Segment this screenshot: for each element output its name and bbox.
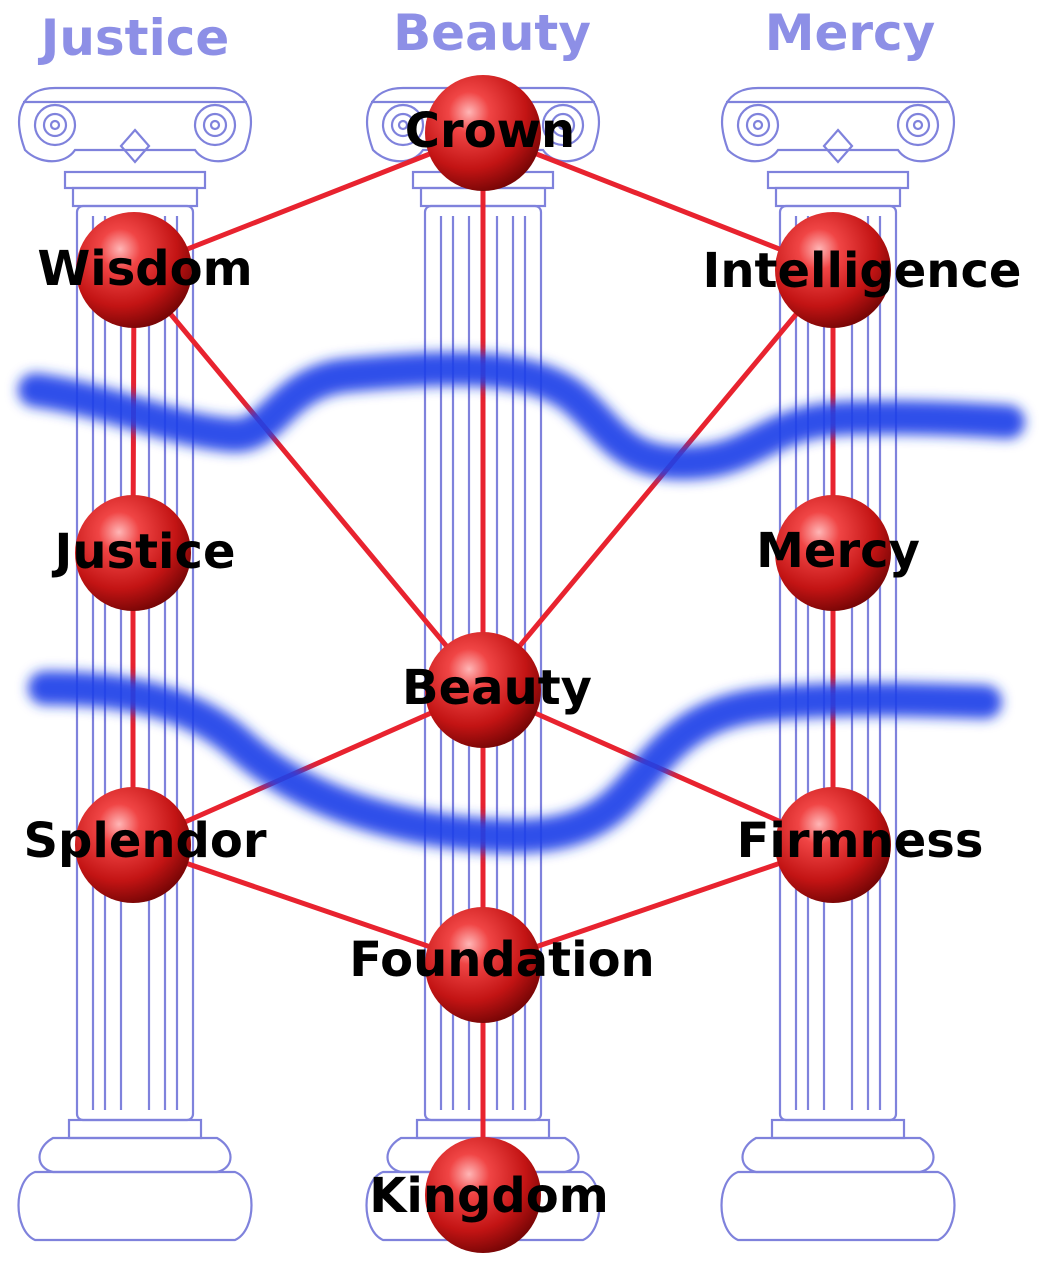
node-kingdom: Kingdom <box>369 1137 609 1253</box>
node-beauty: Beauty <box>402 632 592 748</box>
edge-wisdom-beauty <box>134 270 483 690</box>
node-label-justice: Justice <box>51 524 235 580</box>
node-label-beauty: Beauty <box>402 660 592 716</box>
node-label-crown: Crown <box>405 103 575 159</box>
node-firmness: Firmness <box>737 787 984 903</box>
shaft <box>780 206 896 1120</box>
diamond-ornament-icon <box>121 130 149 162</box>
node-label-foundation: Foundation <box>349 932 654 988</box>
node-label-kingdom: Kingdom <box>369 1168 609 1224</box>
node-wisdom: Wisdom <box>37 212 252 328</box>
upper-veil <box>35 369 1008 463</box>
pillar-base <box>743 1138 934 1172</box>
pillar-title-mercy: Mercy <box>765 4 936 62</box>
node-label-mercy: Mercy <box>756 523 920 579</box>
volute-icon <box>35 105 75 145</box>
volute-icon <box>195 105 235 145</box>
node-label-intelligence: Intelligence <box>703 243 1022 299</box>
node-justice: Justice <box>51 495 235 611</box>
pillar-title-beauty: Beauty <box>393 4 591 62</box>
volute-icon <box>898 105 938 145</box>
node-label-wisdom: Wisdom <box>37 241 252 297</box>
pillar-base <box>40 1138 231 1172</box>
diamond-ornament-icon <box>824 130 852 162</box>
volute-icon <box>738 105 778 145</box>
capital-outline <box>19 88 251 161</box>
node-intelligence: Intelligence <box>703 212 1022 328</box>
pillar-title-justice: Justice <box>38 9 230 67</box>
capital-outline <box>722 88 954 161</box>
node-label-splendor: Splendor <box>23 813 266 869</box>
pillar-titles: Justice Beauty Mercy <box>38 4 936 67</box>
node-crown: Crown <box>405 75 575 191</box>
node-label-firmness: Firmness <box>737 813 984 869</box>
